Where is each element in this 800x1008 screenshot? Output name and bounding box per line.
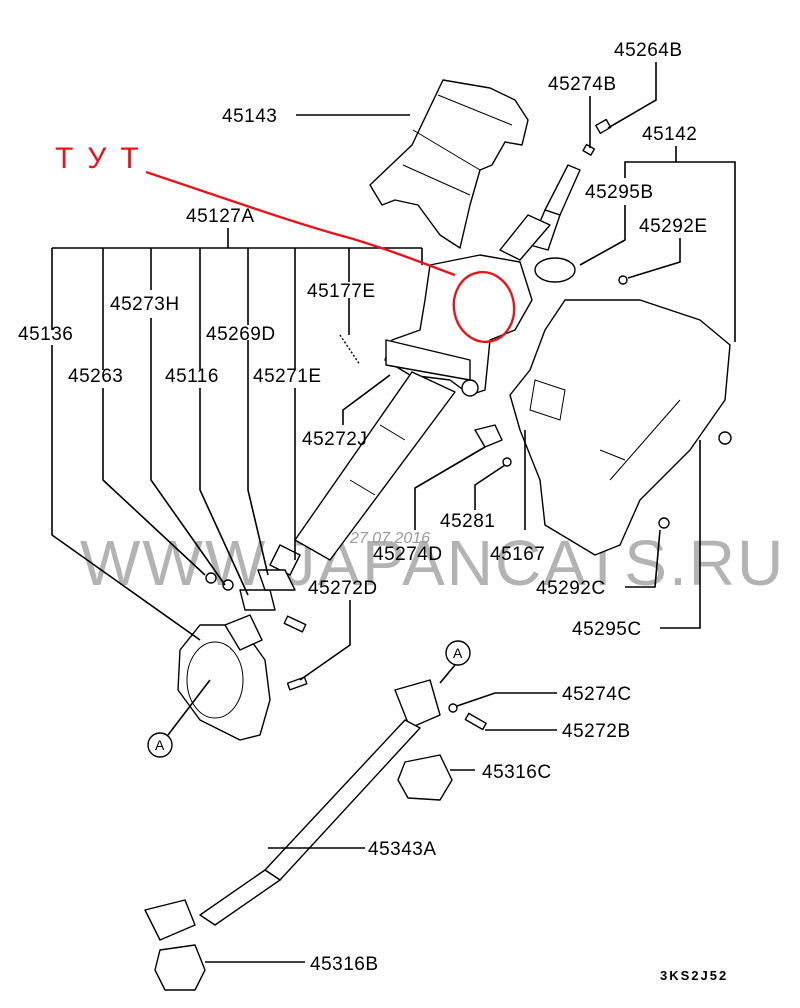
part-label-45272b: 45272B (562, 721, 631, 742)
annotation-arrow (145, 170, 456, 277)
part-label-45343a: 45343A (368, 839, 437, 860)
part-label-45143: 45143 (222, 106, 277, 127)
part-label-45127a: 45127A (186, 206, 255, 227)
part-label-45274d: 45274D (373, 544, 443, 565)
part-label-45271e: 45271E (253, 366, 322, 387)
date-stamp: 27.07.2016 (349, 530, 430, 547)
upper-column-cover (369, 79, 529, 249)
grommet-45316c (397, 754, 453, 801)
clip-part (239, 589, 276, 611)
column-boot (177, 614, 271, 741)
part-label-45167: 45167 (490, 544, 545, 565)
part-label-45292e: 45292E (639, 216, 708, 237)
part-label-45281: 45281 (440, 511, 495, 532)
part-label-45269d: 45269D (206, 324, 276, 345)
grommet-45316b (154, 944, 206, 991)
lower-column-cover (474, 299, 731, 556)
part-label-45136: 45136 (18, 324, 73, 345)
part-label-45295b: 45295B (585, 182, 654, 203)
annotation-circle (452, 270, 516, 344)
user-annotation: ТУТ (55, 142, 516, 344)
part-labels: 45264B 45274B 45143 45142 45295B 45292E 45127A… (18, 40, 708, 975)
part-label-45274c: 45274C (562, 684, 632, 705)
part-label-45272j: 45272J (302, 429, 367, 450)
part-label-45274b: 45274B (548, 74, 617, 95)
reference-marker-lower: A (147, 679, 211, 758)
part-label-45273h: 45273H (110, 294, 180, 315)
upper-steering-shaft (499, 164, 581, 261)
part-label-45263: 45263 (68, 366, 123, 387)
part-label-45264b: 45264B (614, 40, 683, 61)
spring (339, 334, 361, 366)
leader-lines (51, 62, 736, 963)
reference-marker-upper: A (439, 640, 471, 684)
part-label-45272d: 45272D (308, 578, 378, 599)
annotation-text: ТУТ (55, 142, 153, 175)
part-label-45292c: 45292C (536, 578, 606, 599)
part-label-45295c: 45295C (572, 619, 642, 640)
part-label-45177e: 45177E (307, 281, 376, 302)
watermark: WWW.JAPANCATS.RU (80, 527, 785, 599)
part-label-45316b: 45316B (310, 954, 379, 975)
part-label-45142: 45142 (642, 124, 697, 145)
svg-text:A: A (453, 645, 463, 661)
fasteners (205, 118, 732, 731)
svg-text:A: A (155, 737, 165, 753)
part-label-45316c: 45316C (482, 762, 552, 783)
intermediate-shaft (144, 679, 441, 941)
diagram-code: 3KS2J52 (660, 968, 728, 983)
contact-ring (534, 257, 576, 283)
part-label-45116: 45116 (165, 366, 219, 387)
